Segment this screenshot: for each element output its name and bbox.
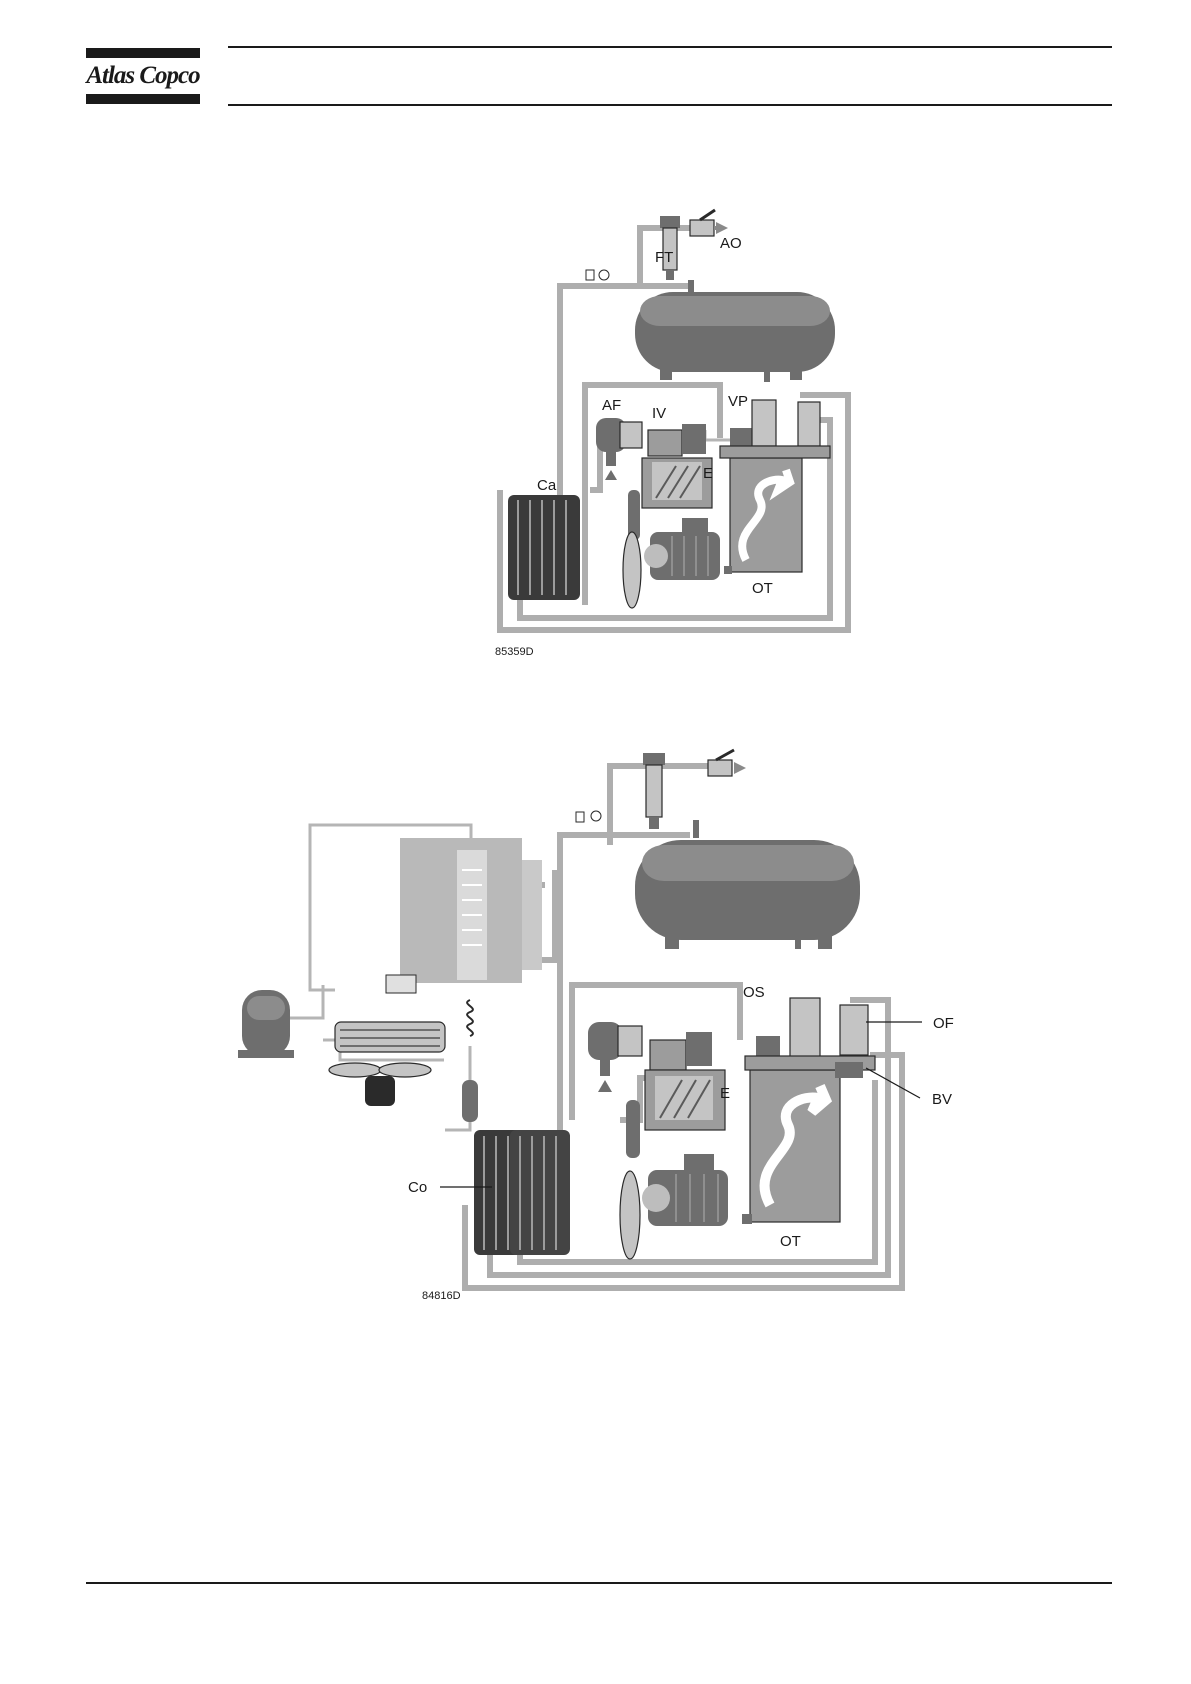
inlet-valve-bottom xyxy=(650,1032,712,1070)
diagram-top: FT AO AF IV VP E Ca OT 85359D xyxy=(495,210,848,658)
label-iv: IV xyxy=(652,405,666,422)
dryer-heat-exchanger xyxy=(400,838,542,983)
belt-drive-top xyxy=(623,490,641,608)
compressor-element-e-bottom xyxy=(645,1070,725,1130)
label-ft: FT xyxy=(655,249,673,266)
label-of: OF xyxy=(933,1015,954,1032)
label-ca: Ca xyxy=(537,477,557,494)
diagram-code-bottom: 84816D xyxy=(422,1290,461,1302)
oil-tank-ot-top xyxy=(724,458,802,574)
label-co: Co xyxy=(408,1179,427,1196)
compressor-element-e xyxy=(642,458,712,508)
air-filter-bottom xyxy=(588,1022,642,1092)
pressure-gauge-bottom xyxy=(576,811,601,822)
outlet-valve-bottom xyxy=(708,750,746,776)
refrigerant-condenser xyxy=(329,975,478,1122)
refrigerant-compressor xyxy=(238,990,294,1058)
cooler-ca xyxy=(508,495,580,600)
label-ot-bottom: OT xyxy=(780,1233,801,1250)
filter-bottom xyxy=(643,753,665,829)
label-ot: OT xyxy=(752,580,773,597)
pressure-gauge-top xyxy=(586,270,609,280)
motor-bottom xyxy=(642,1154,728,1226)
oil-separator-os xyxy=(745,998,875,1078)
motor-top xyxy=(644,518,720,580)
diagram-bottom: OS OF E BV Co OT 84816D xyxy=(238,750,954,1302)
belt-drive-bottom xyxy=(620,1100,640,1259)
label-bv: BV xyxy=(932,1091,952,1108)
filter-ft xyxy=(660,216,680,280)
outlet-valve-ao xyxy=(690,210,728,236)
label-af: AF xyxy=(602,397,621,414)
label-ao: AO xyxy=(720,235,742,252)
label-os: OS xyxy=(743,984,765,1001)
air-receiver-top xyxy=(635,280,835,382)
cooler-co xyxy=(474,1130,570,1255)
diagram-code: 85359D xyxy=(495,646,534,658)
label-e: E xyxy=(703,465,713,482)
label-e-bottom: E xyxy=(720,1085,730,1102)
air-receiver-bottom xyxy=(635,820,860,949)
label-vp: VP xyxy=(728,393,748,410)
inlet-valve-iv xyxy=(648,424,706,456)
oil-tank-ot-bottom xyxy=(742,1070,840,1224)
